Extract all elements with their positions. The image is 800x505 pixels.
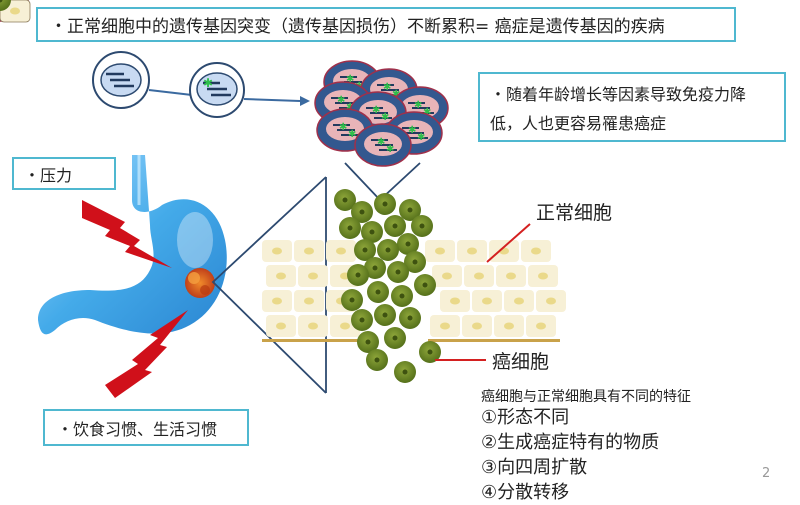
- basement-membrane-left: [262, 339, 362, 342]
- normal-cell-icon: [92, 51, 150, 109]
- page-number: 2: [762, 466, 771, 481]
- factor-stress-box: ・压力: [12, 157, 116, 190]
- feature-item: ④分散转移: [481, 482, 570, 503]
- normal-cell-pointer: [486, 223, 531, 263]
- feature-item: ③向四周扩散: [481, 457, 588, 478]
- mutated-cell-icon: ✱: [189, 62, 245, 118]
- factor-diet-text: ・饮食习惯、生活习惯: [57, 419, 218, 439]
- statement-genetic-mutation-text: ・正常细胞中的遗传基因突变（遗传基因损伤）不断累积= 癌症是遗传基因的疾病: [50, 17, 665, 37]
- factor-stress-text: ・压力: [24, 165, 73, 185]
- tumor-spot: [185, 268, 215, 298]
- svg-text:✱: ✱: [203, 76, 213, 90]
- arrow-head-icon: [300, 96, 310, 106]
- statement-immunity-text: ・随着年龄增长等因素导致免疫力降低，人也更容易罹患癌症: [490, 85, 747, 133]
- statement-genetic-mutation-box: ・正常细胞中的遗传基因突变（遗传基因损伤）不断累积= 癌症是遗传基因的疾病: [36, 7, 736, 42]
- lightning-bolt-stress-icon: [82, 200, 172, 268]
- factor-diet-box: ・饮食习惯、生活习惯: [43, 409, 249, 446]
- statement-immunity-box: ・随着年龄增长等因素导致免疫力降低，人也更容易罹患癌症: [478, 72, 786, 142]
- basement-membrane-right: [428, 339, 560, 342]
- stomach-illustration: [38, 155, 227, 335]
- cancer-cell-label: 癌细胞: [492, 351, 550, 373]
- normal-cell-label: 正常细胞: [536, 202, 613, 224]
- features-heading: 癌细胞与正常细胞具有不同的特征: [481, 389, 691, 405]
- feature-item: ①形态不同: [481, 407, 570, 428]
- zoom-connector-left: [211, 176, 327, 394]
- feature-item: ②生成癌症特有的物质: [481, 432, 660, 453]
- tissue-cancer-cells: [0, 0, 441, 383]
- lightning-bolt-diet-icon: [105, 310, 188, 398]
